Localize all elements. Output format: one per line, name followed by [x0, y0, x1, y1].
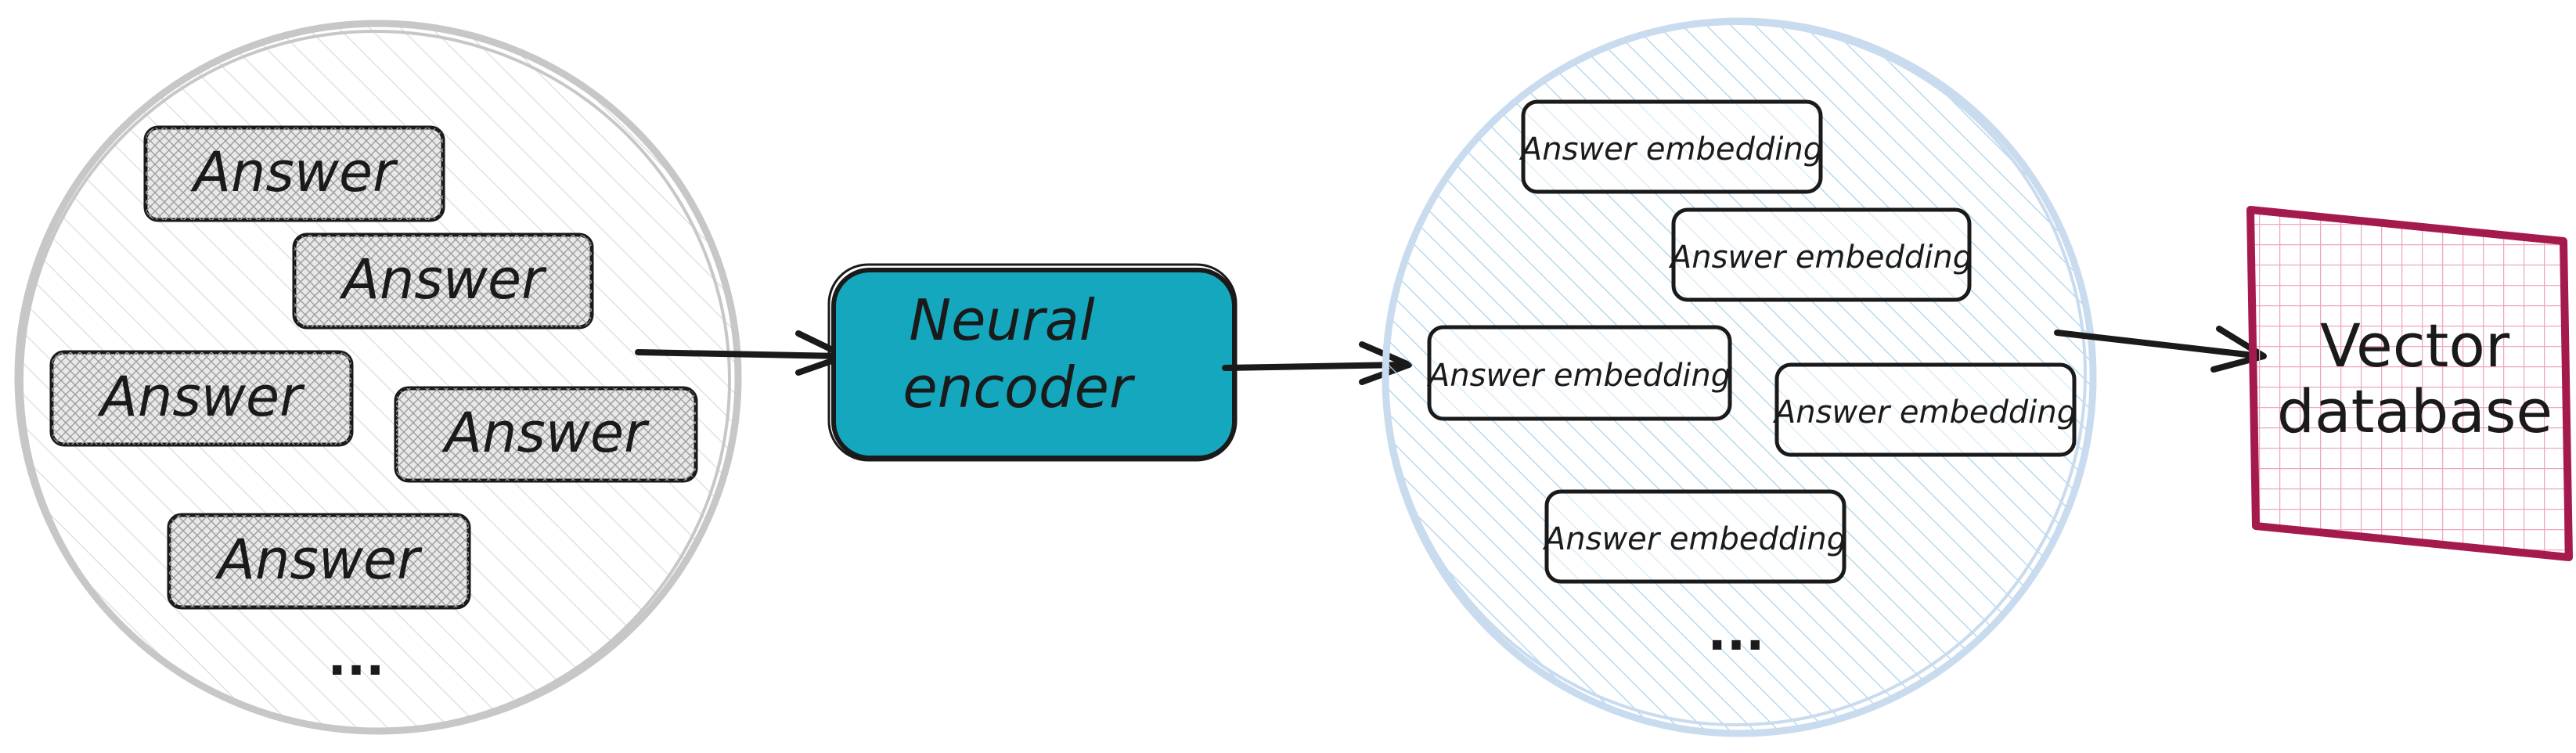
embedding-box-4: Answer embedding	[1772, 362, 2077, 457]
answer-box-2: Answer	[292, 232, 594, 330]
answer-box-1: Answer	[143, 125, 445, 222]
answer-label: Answer	[339, 247, 547, 312]
database-label-line2: database	[2277, 376, 2553, 446]
embedding-label: Answer embedding	[1668, 240, 1973, 276]
answers-ellipsis: ...	[328, 629, 385, 687]
answers-circle-sketch-line	[20, 30, 731, 731]
answer-label: Answer	[214, 528, 423, 592]
answer-label: Answer	[441, 401, 650, 465]
embedding-box-5: Answer embedding	[1542, 489, 1846, 584]
database-label-line1: Vector	[2320, 311, 2510, 380]
arrow-to-embeddings	[1222, 341, 1412, 385]
answer-box-3: Answer	[49, 350, 354, 447]
embedding-label: Answer embedding	[1772, 395, 2077, 431]
answer-box-4: Answer	[394, 386, 698, 483]
embedding-label: Answer embedding	[1542, 521, 1846, 557]
encoder-label-line1: Neural	[909, 287, 1095, 353]
embedding-box-1: Answer embedding	[1519, 99, 1823, 194]
neural-encoder-box: Neural encoder	[827, 263, 1238, 462]
encoder-label-line2: encoder	[903, 355, 1136, 420]
answer-label: Answer	[190, 140, 398, 204]
embeddings-group: Answer embedding Answer embedding Answer…	[1382, 17, 2097, 737]
embedding-box-3: Answer embedding	[1426, 325, 1732, 421]
answer-label: Answer	[97, 365, 305, 429]
embeddings-circle-sketch-line	[1385, 22, 2087, 726]
embedding-label: Answer embedding	[1426, 358, 1731, 394]
embedding-box-2: Answer embedding	[1668, 207, 1973, 302]
vector-database-box: Vector database	[2246, 206, 2573, 561]
embeddings-ellipsis: ...	[1708, 604, 1765, 662]
answers-group: Answer Answer Answer Answer Answer ...	[14, 20, 742, 735]
embedding-label: Answer embedding	[1519, 132, 1823, 168]
answer-box-5: Answer	[167, 513, 471, 610]
